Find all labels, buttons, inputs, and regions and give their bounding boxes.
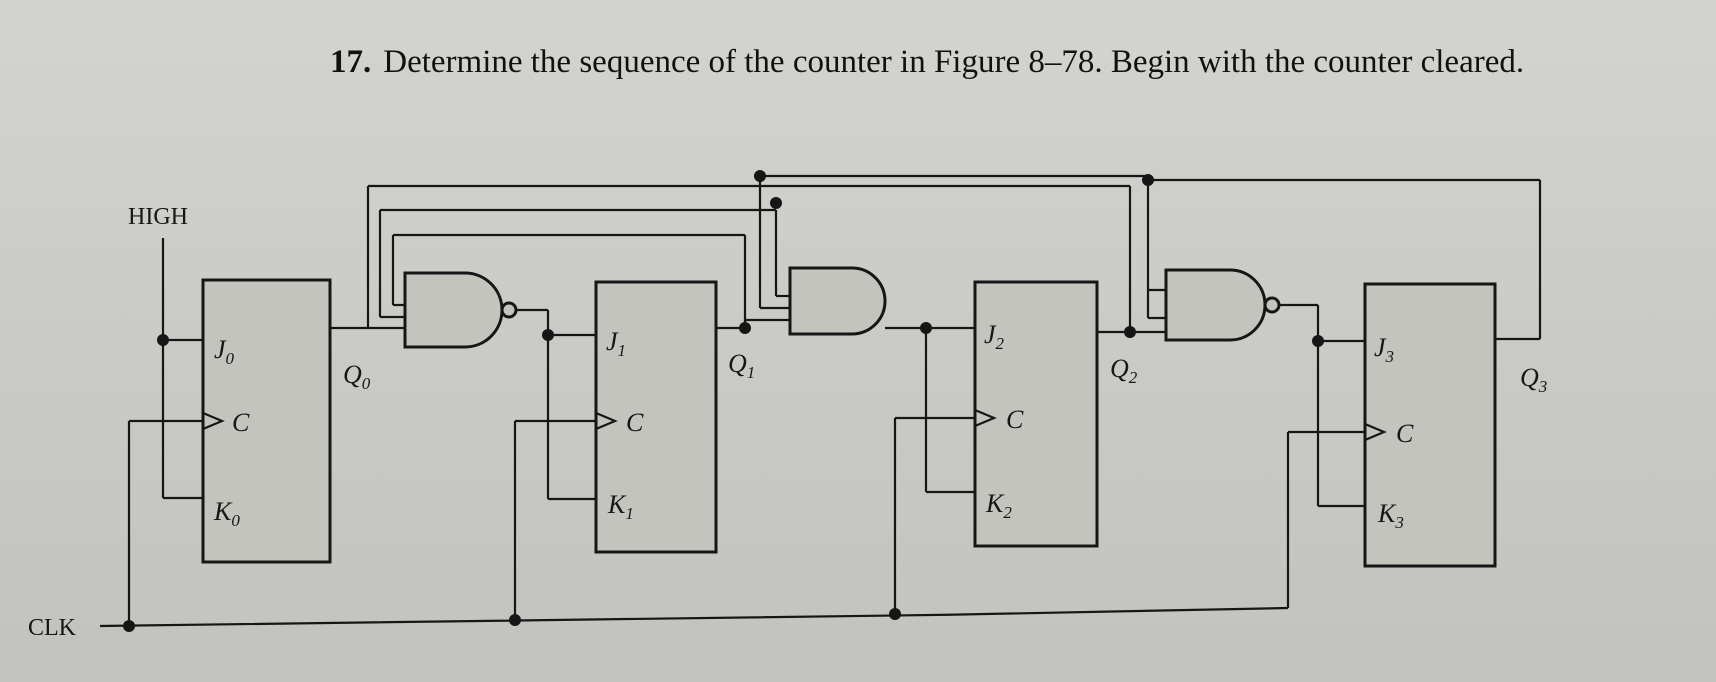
q2-label: Q2 — [1110, 354, 1138, 387]
clock-triangle-1 — [595, 411, 618, 431]
q2-wires — [760, 174, 1542, 341]
high-wires — [161, 238, 203, 500]
ff2-j-label: J2 — [984, 320, 1005, 353]
flip-flop-1 — [594, 280, 718, 554]
nand-gate-1 — [403, 271, 504, 349]
ff0-c-label: C — [232, 408, 250, 437]
q1-label: Q1 — [728, 349, 755, 382]
and2-output-wires — [885, 326, 975, 494]
flip-flop-2 — [973, 280, 1099, 548]
q0-label: Q0 — [343, 360, 371, 393]
nand-gate-3 — [1164, 268, 1267, 342]
and-gate-2 — [788, 266, 887, 336]
nand-bubble-3 — [1263, 296, 1281, 314]
flip-flop-3 — [1363, 282, 1497, 568]
ff3-k-label: K3 — [1377, 499, 1404, 532]
problem-number: 17. — [330, 44, 372, 80]
q0-wires — [330, 184, 1132, 332]
ff0-j-label: J0 — [214, 335, 235, 368]
problem-statement: 17. Determine the sequence of the counter… — [330, 44, 1524, 81]
ff1-k-label: K1 — [607, 490, 634, 523]
clock-triangle-2 — [974, 408, 997, 428]
clk-label: CLK — [28, 615, 77, 641]
high-label: HIGH — [128, 204, 188, 230]
ff1-c-label: C — [626, 408, 644, 437]
q3-label: Q3 — [1520, 363, 1547, 396]
ff2-c-label: C — [1006, 405, 1024, 434]
ff0-k-label: K0 — [213, 497, 240, 530]
junction-dots — [123, 170, 1324, 632]
clock-triangle-0 — [202, 411, 225, 431]
nand3-output-wires — [1279, 303, 1365, 508]
nand-bubble-1 — [500, 301, 518, 319]
problem-text: Determine the sequence of the counter in… — [383, 44, 1525, 80]
ff3-j-label: J3 — [1374, 333, 1394, 366]
nand1-output-wires — [516, 308, 596, 501]
clock-triangle-3 — [1364, 422, 1387, 442]
ff3-c-label: C — [1396, 419, 1414, 448]
ff2-k-label: K2 — [985, 489, 1012, 522]
clock-wires — [99, 416, 1365, 628]
ff1-j-label: J1 — [606, 327, 626, 360]
